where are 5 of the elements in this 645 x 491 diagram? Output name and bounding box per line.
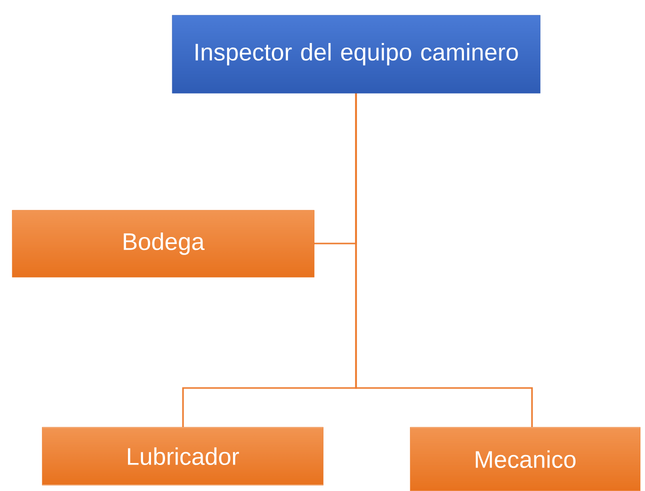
org-box: Mecanico: [410, 427, 640, 491]
org-box: Inspector del equipo caminero: [172, 15, 540, 94]
connector-line: [355, 93, 533, 427]
org-box: Bodega: [12, 210, 314, 278]
org-box: Lubricador: [42, 427, 324, 486]
